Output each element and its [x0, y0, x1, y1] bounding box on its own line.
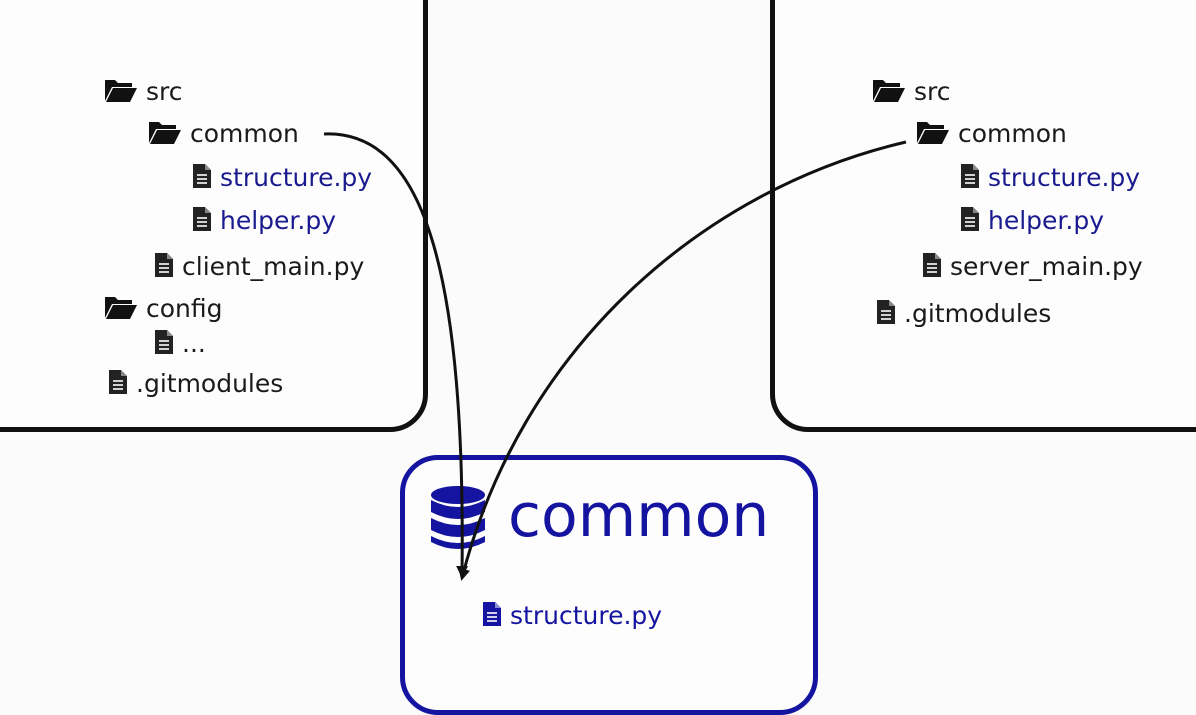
database-icon: [802, 0, 858, 8]
tree-node-structure-py[interactable]: structure.py: [192, 163, 372, 193]
tree-node-label: src: [914, 77, 951, 106]
folder-open-icon: [104, 294, 138, 324]
tree-node-label: helper.py: [220, 206, 337, 235]
tree-node-gitmodules[interactable]: .gitmodules: [876, 299, 1051, 329]
tree-node-label: client_main.py: [182, 252, 365, 281]
common-repo-title: common: [508, 481, 770, 551]
tree-node-helper-py[interactable]: helper.py: [960, 206, 1104, 236]
tree-node-label: structure.py: [510, 601, 663, 630]
file-icon: [876, 299, 896, 329]
folder-open-icon: [148, 119, 182, 149]
tree-node-label: src: [146, 77, 183, 106]
tree-node-label: common: [190, 119, 299, 148]
tree-node-helper-py[interactable]: helper.py: [192, 206, 336, 236]
tree-node-common[interactable]: common: [916, 119, 1067, 149]
file-icon: [960, 163, 980, 193]
tree-node-src[interactable]: src: [872, 77, 951, 107]
tree-node-label: server_main.py: [950, 252, 1143, 281]
tree-node-label: .gitmodules: [904, 299, 1052, 328]
folder-open-icon: [872, 77, 906, 107]
tree-node-structure-py[interactable]: structure.py: [482, 601, 662, 631]
tree-node-server-main-py[interactable]: server_main.py: [922, 252, 1143, 282]
file-icon: [154, 252, 174, 282]
file-icon: [108, 369, 128, 399]
tree-node-client-main-py[interactable]: client_main.py: [154, 252, 364, 282]
tree-node-label: common: [958, 119, 1067, 148]
database-icon: [32, 0, 88, 8]
file-icon: [960, 206, 980, 236]
file-icon: [192, 163, 212, 193]
file-icon: [154, 329, 174, 359]
tree-node-label: helper.py: [988, 206, 1105, 235]
file-icon: [192, 206, 212, 236]
tree-node-label: .gitmodules: [136, 369, 284, 398]
tree-node-label: config: [146, 294, 223, 323]
file-icon: [922, 252, 942, 282]
tree-node-label: structure.py: [220, 163, 373, 192]
tree-node-label: ...: [182, 329, 206, 358]
tree-node-label: structure.py: [988, 163, 1141, 192]
folder-open-icon: [916, 119, 950, 149]
tree-node-ellipsis[interactable]: ...: [154, 329, 206, 359]
folder-open-icon: [104, 77, 138, 107]
file-icon: [482, 601, 502, 631]
tree-node-gitmodules[interactable]: .gitmodules: [108, 369, 283, 399]
tree-node-structure-py[interactable]: structure.py: [960, 163, 1140, 193]
tree-node-config[interactable]: config: [104, 294, 223, 324]
tree-node-common[interactable]: common: [148, 119, 299, 149]
tree-node-src[interactable]: src: [104, 77, 183, 107]
database-icon: [430, 486, 486, 556]
